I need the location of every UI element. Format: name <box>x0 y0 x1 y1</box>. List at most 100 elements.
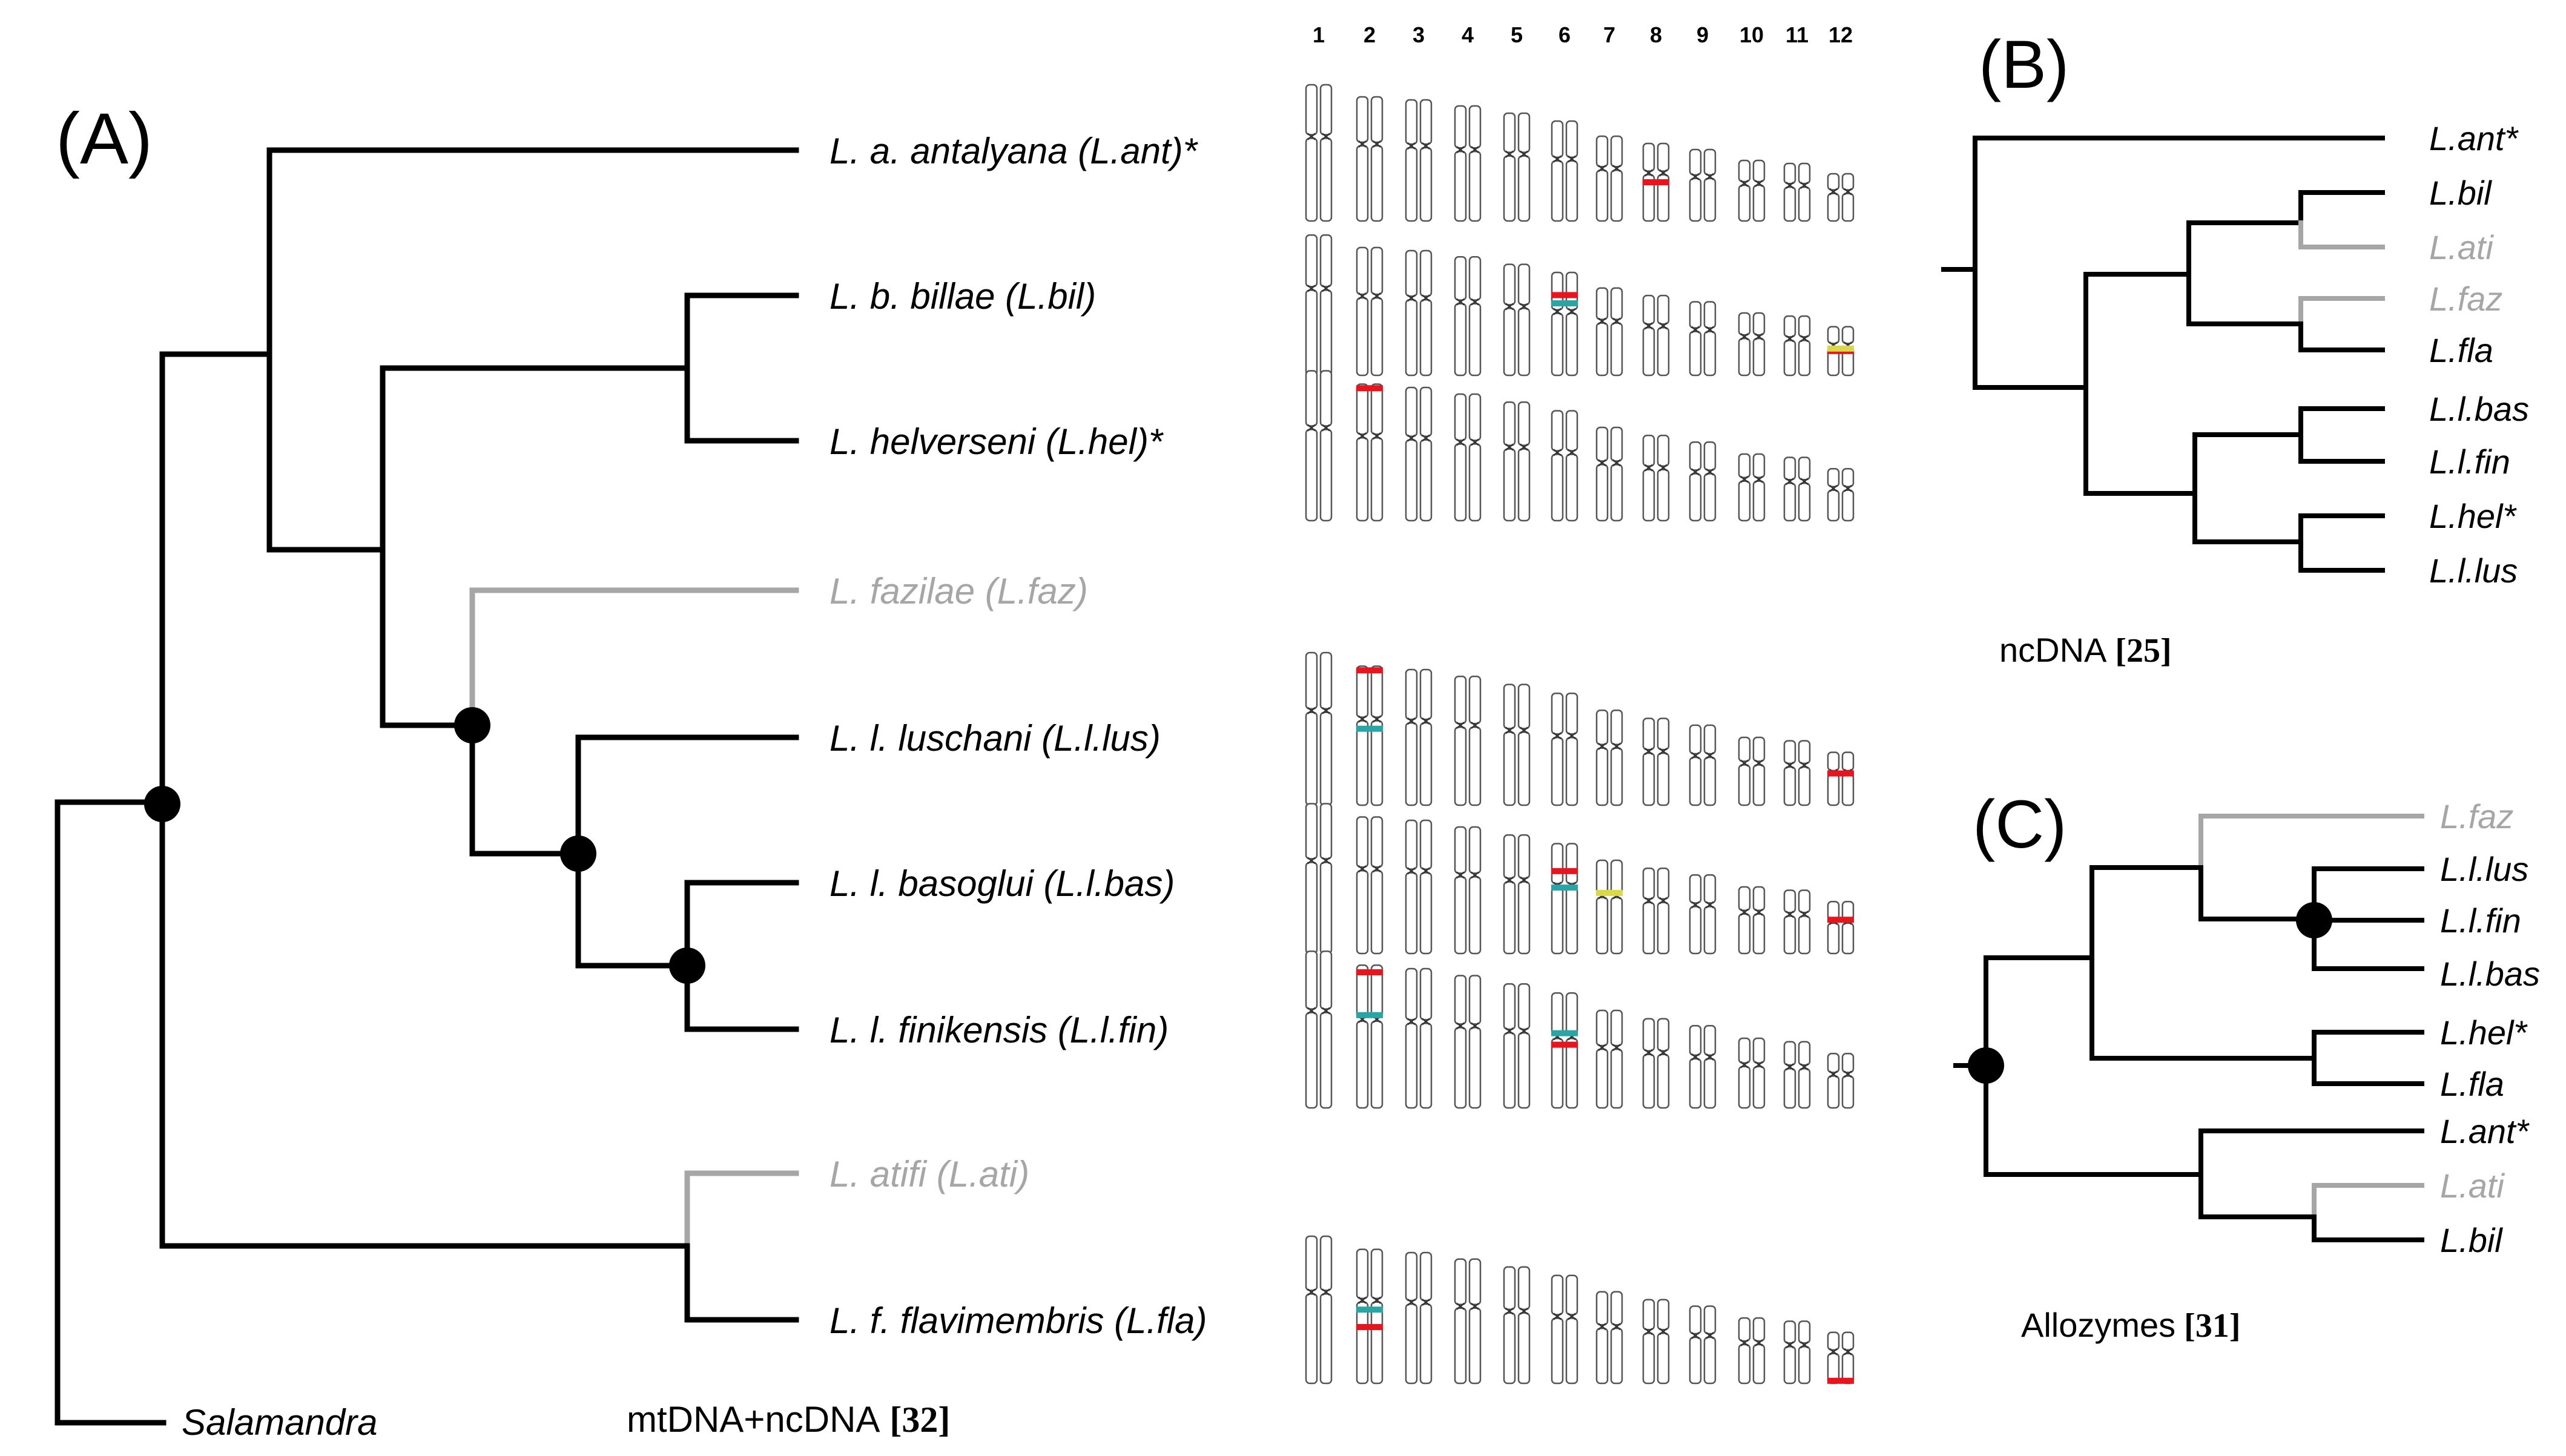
centromere <box>1800 911 1809 918</box>
chromosome-pair <box>1738 159 1766 222</box>
centromere <box>1553 732 1562 740</box>
chromosome-pair <box>1503 112 1531 222</box>
centromere <box>1422 1018 1430 1026</box>
chromatid-arm <box>1319 289 1333 377</box>
taxon-label: L.bil <box>2429 174 2492 212</box>
chromatid-arm <box>1703 874 1717 904</box>
chromatid-arm <box>1841 773 1855 806</box>
chromatid-arm <box>1595 1009 1609 1047</box>
chromosome-pair <box>1595 135 1623 222</box>
centromere <box>1691 173 1700 180</box>
chromatid-arm <box>1551 410 1564 452</box>
centromere <box>1659 464 1667 472</box>
chromatid-arm <box>1468 393 1482 441</box>
chromatid-arm <box>1703 301 1717 329</box>
chromatid-arm <box>1565 843 1578 884</box>
chromatid-arm <box>1565 312 1578 377</box>
centromere <box>1373 140 1381 148</box>
centromere <box>1755 908 1763 916</box>
centromere <box>1800 1063 1809 1071</box>
chromatid-arm <box>1419 668 1433 720</box>
chromatid-arm <box>1503 684 1516 730</box>
taxon-label: L. fazilae (L.faz) <box>829 571 1088 611</box>
centromere <box>1612 317 1621 325</box>
chromatid-arm <box>1319 950 1333 1010</box>
chromatid-arm <box>1370 246 1384 295</box>
chromatid-arm <box>1468 876 1482 955</box>
chromatid-arm <box>1356 1020 1369 1109</box>
chromatid-arm <box>1517 1032 1531 1109</box>
centromere <box>1706 901 1714 909</box>
chromatid-arm <box>1738 1066 1751 1109</box>
chromosome-pair <box>1689 1025 1717 1109</box>
chromatid-arm <box>1595 135 1609 168</box>
taxon-label: L.ati <box>2440 1167 2505 1205</box>
centromere <box>1800 478 1809 486</box>
chromosome-pair <box>1642 717 1670 806</box>
chromatid-arm <box>1752 480 1766 522</box>
chromatid-arm <box>1517 684 1531 730</box>
chromosome-pair <box>1783 889 1811 955</box>
centromere <box>1307 707 1316 714</box>
chromatid-arm <box>1595 897 1609 955</box>
chromatid-arm <box>1657 1018 1670 1052</box>
chromatid-arm <box>1738 337 1751 377</box>
panel-a-caption: mtDNA+ncDNA[32] <box>627 1399 950 1440</box>
chromatid-arm <box>1738 1343 1751 1385</box>
centromere <box>1505 876 1514 884</box>
taxon-label: L.l.bas <box>2440 955 2540 993</box>
chromatid-arm <box>1405 147 1418 222</box>
chromosome-pair <box>1503 401 1531 522</box>
chromatid-arm <box>1689 1336 1702 1385</box>
centromere <box>1706 1332 1714 1339</box>
chromatid-arm <box>1610 426 1623 462</box>
centromere <box>1644 464 1653 472</box>
chromatid-arm <box>1305 429 1318 522</box>
chromatid-arm <box>1657 1053 1670 1109</box>
chromatid-arm <box>1454 393 1467 441</box>
chromosome-pair <box>1738 312 1766 377</box>
fish-signal-marker <box>1643 179 1669 185</box>
chromatid-arm <box>1738 886 1751 912</box>
chromatid-arm <box>1798 1068 1811 1109</box>
chromatid-arm <box>1468 443 1482 522</box>
chromatid-arm <box>1319 429 1333 522</box>
chromatid-arm <box>1305 234 1318 288</box>
chromatid-arm <box>1752 1317 1766 1342</box>
chromatid-arm <box>1798 482 1811 522</box>
taxon-label: L.l.lus <box>2440 850 2528 888</box>
chromatid-arm <box>1783 1068 1796 1109</box>
chromatid-arm <box>1827 922 1840 955</box>
chromosome-pair <box>1405 1251 1433 1385</box>
chromosome-pair <box>1738 453 1766 522</box>
centromere <box>1644 322 1653 330</box>
chromatid-arm <box>1370 720 1384 806</box>
chromatid-arm <box>1405 1303 1418 1385</box>
taxon-label: L.fla <box>2440 1065 2504 1103</box>
chromosome-number: 10 <box>1740 22 1764 47</box>
chromatid-arm <box>1454 443 1467 522</box>
chromatid-arm <box>1703 1336 1717 1385</box>
chromatid-arm <box>1419 967 1433 1021</box>
branch-lus-clade <box>469 722 581 857</box>
chromatid-arm <box>1827 467 1840 488</box>
chromatid-arm <box>1405 819 1418 870</box>
centromere <box>1691 901 1700 909</box>
centromere <box>1553 155 1562 163</box>
chromosome-pair <box>1503 263 1531 377</box>
chromatid-arm <box>1319 861 1333 955</box>
centromere <box>1456 298 1465 306</box>
chromosome-pair <box>1689 301 1717 377</box>
chromatid-arm <box>1752 886 1766 912</box>
chromatid-arm <box>1752 736 1766 762</box>
chromatid-arm <box>1565 992 1578 1036</box>
chromatid-arm <box>1356 665 1369 718</box>
chromosome-pair <box>1405 967 1433 1109</box>
fish-signal-marker <box>1551 884 1578 891</box>
chromatid-arm <box>1657 1299 1670 1331</box>
centromere <box>1422 1299 1430 1306</box>
centromere <box>1358 292 1367 300</box>
centromere <box>1505 150 1514 158</box>
chromatid-arm <box>1319 137 1333 222</box>
karyotype-row <box>1305 234 1855 377</box>
